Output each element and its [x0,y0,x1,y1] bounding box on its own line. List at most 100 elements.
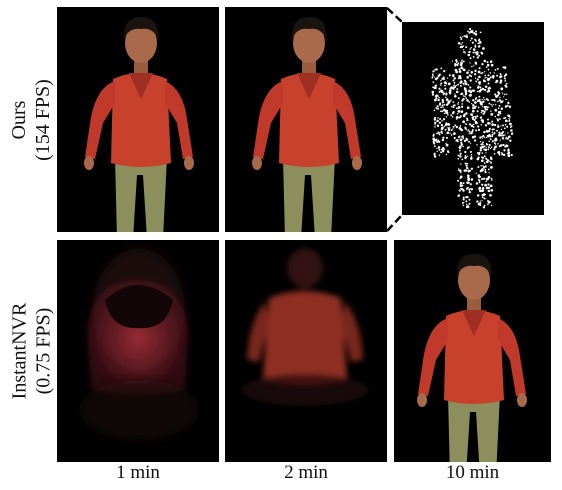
point-cloud-dot [442,106,444,108]
point-cloud-dot [469,39,472,42]
point-cloud-dot [459,116,462,119]
point-cloud-dot [507,148,510,151]
point-cloud-dot [477,128,481,132]
point-cloud-dot [474,45,477,48]
point-cloud-dot [491,133,494,136]
panel-instantnvr-1min [57,240,219,462]
point-cloud-dot [471,117,475,121]
point-cloud-dot [504,134,506,136]
point-cloud-dot [457,78,459,80]
point-cloud-dot [447,126,449,129]
point-cloud-dot [461,158,464,161]
point-cloud-dot [433,155,437,158]
point-cloud-dot [469,183,472,186]
point-cloud-dot [483,136,486,138]
point-cloud-dot [488,133,491,137]
point-cloud-dot [504,80,507,82]
point-cloud-dot [494,137,498,141]
point-cloud-dot [445,96,447,99]
point-cloud-dot [453,94,457,98]
point-cloud-dot [479,136,482,139]
point-cloud-dot [431,93,434,96]
point-cloud-dot [459,181,463,185]
point-cloud-dot [461,103,464,105]
point-cloud-dot [475,30,478,33]
point-cloud-dot [494,108,498,112]
point-cloud-dot [459,46,462,49]
point-cloud-dot [482,137,484,139]
point-cloud-dot [491,128,494,131]
point-cloud-dot [443,112,446,115]
point-cloud-dot [453,137,456,140]
point-cloud-dot [445,136,448,139]
point-cloud-dot [502,117,505,119]
point-cloud-dot [457,157,460,160]
point-cloud-dot [445,143,447,145]
point-cloud-dot [487,82,490,85]
point-cloud-dot [493,153,496,155]
point-cloud-dot [468,133,470,135]
point-cloud-dot [466,119,469,122]
point-cloud-dot [481,106,484,108]
point-cloud-dot [479,102,482,104]
point-cloud-dot [485,66,488,68]
point-cloud-dot [467,83,470,86]
point-cloud-dot [462,60,465,63]
point-cloud-dot [438,96,440,99]
point-cloud-dot [489,156,493,159]
point-cloud-dot [486,76,488,79]
point-cloud-dot [479,86,482,89]
point-cloud-dot [461,135,464,139]
point-cloud-dot [480,124,483,126]
point-cloud-dot [489,138,492,141]
point-cloud-dot [490,110,492,112]
point-cloud-dot [468,69,470,72]
point-cloud-dot [489,160,491,163]
point-cloud-dot [468,130,471,133]
row-label-ours-method: Ours [8,100,31,140]
point-cloud-dot [497,113,500,117]
point-cloud-dot [465,46,468,49]
point-cloud-dot [457,62,460,65]
point-cloud-dot [445,93,448,96]
point-cloud-dot [480,88,482,90]
point-cloud-dot [433,109,436,112]
point-cloud-dot [484,168,487,171]
point-cloud-dot [441,110,444,113]
point-cloud-dot [475,182,479,185]
point-cloud-dot [459,155,462,158]
point-cloud-dot [441,101,445,104]
point-cloud-dot [434,68,437,71]
callout-line-bottom [386,214,403,232]
point-cloud-dot [490,204,493,207]
point-cloud-dot [502,134,505,137]
point-cloud-dot [499,110,502,113]
point-cloud-dot [482,177,486,180]
point-cloud-dot [493,148,496,151]
point-cloud-dot [481,168,484,171]
point-cloud-dot [457,179,460,182]
point-cloud-dot [452,105,454,107]
point-cloud-dot [431,73,434,76]
point-cloud-dot [495,104,497,106]
point-cloud-dot [457,140,459,143]
ghost-dark-hood [105,285,173,329]
point-cloud-dot [433,152,436,155]
point-cloud-dot [465,138,469,141]
point-cloud-dot [471,102,473,105]
point-cloud-dot [481,152,484,154]
point-cloud-dot [455,107,458,110]
point-cloud-dot [436,132,438,135]
point-cloud-dot [478,67,481,70]
point-cloud-dot [465,129,468,131]
point-cloud-dot [484,74,487,77]
point-cloud-dot [505,73,508,76]
point-cloud-dot [436,147,438,150]
point-cloud-dot [507,132,509,134]
point-cloud-dot [464,123,466,125]
point-cloud-dot [432,75,434,77]
point-cloud-dot [497,124,499,126]
point-cloud-dot [460,187,462,190]
point-cloud-dot [475,40,477,42]
point-cloud-dot [478,151,481,154]
